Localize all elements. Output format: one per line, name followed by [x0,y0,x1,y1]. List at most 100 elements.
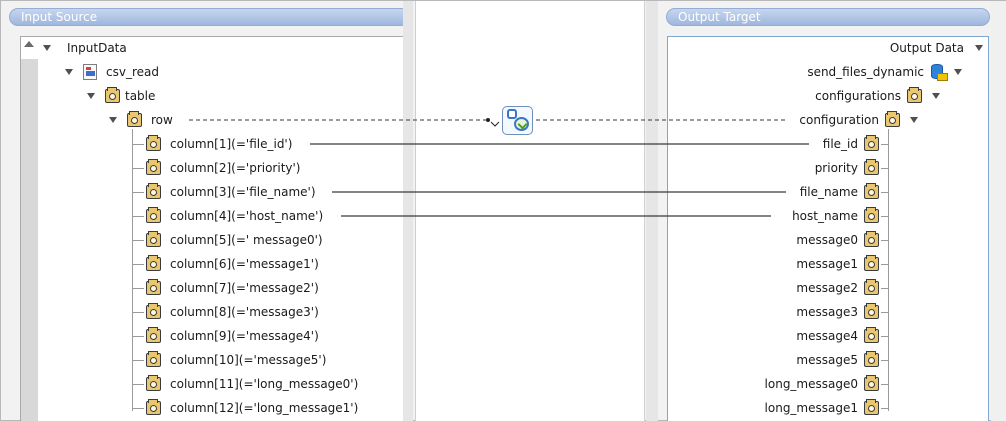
folder-node-icon [146,327,161,343]
folder-node-icon [146,303,161,319]
tree-node-field[interactable]: message3 [671,302,879,322]
tree-node-column[interactable]: column[9](='message4') [146,326,319,346]
tree-node-inputdata[interactable]: InputData [43,38,127,58]
tree-branch-tick [132,360,144,361]
tree-branch-tick-right [881,144,889,145]
tree-node-row[interactable]: row [109,110,173,130]
tree-node-column[interactable]: column[4](='host_name') [146,206,323,226]
tree-node-column[interactable]: column[12](='long_message1') [146,398,358,418]
expand-arrow-icon[interactable] [932,93,940,99]
node-label: message1 [796,257,858,271]
tree-branch-tick [132,192,144,193]
folder-node-icon [864,255,879,271]
node-label: InputData [67,41,127,55]
folder-node-icon [127,111,142,127]
tree-node-column[interactable]: column[3](='file_name') [146,182,316,202]
tree-gutter [21,59,38,421]
node-label: column[12](='long_message1') [170,401,359,415]
output-target-header: Output Target [666,8,990,26]
tree-node-field[interactable]: message1 [671,254,879,274]
tree-node-field[interactable]: host_name [671,206,879,226]
node-label: column[9](='message4') [170,329,319,343]
loop-function-icon[interactable] [502,106,533,135]
expand-arrow-icon[interactable] [43,45,51,51]
tree-branch-tick-right [881,384,889,385]
tree-node-csv-read[interactable]: csv_read [65,62,159,82]
tree-branch-tick [132,240,144,241]
tree-branch-line-right [888,129,889,411]
scroll-up-icon[interactable] [24,41,34,47]
tree-node-field[interactable]: long_message1 [671,398,879,418]
node-label: column[6](='message1') [170,257,319,271]
input-source-title: Input Source [21,10,98,24]
expand-arrow-icon[interactable] [975,45,983,51]
tree-node-column[interactable]: column[11](='long_message0') [146,374,358,394]
tree-branch-tick-right [881,360,889,361]
tree-node-output-data[interactable]: Output Data [671,38,983,58]
node-label: configuration [799,113,879,127]
node-label: column[8](='message3') [170,305,319,319]
node-label: table [125,89,156,103]
tree-branch-tick [132,216,144,217]
tree-branch-tick [132,144,144,145]
tree-node-column[interactable]: column[2](='priority') [146,158,301,178]
tree-node-send-files-dynamic[interactable]: send_files_dynamic [671,62,962,82]
folder-node-icon [146,279,161,295]
tree-branch-tick-right [881,168,889,169]
tree-node-configuration[interactable]: configuration [671,110,918,130]
tree-branch-tick-right [881,264,889,265]
folder-node-icon [105,87,120,103]
tree-node-table[interactable]: table [87,86,155,106]
folder-node-icon [864,399,879,415]
tree-branch-tick-right [881,240,889,241]
tree-node-column[interactable]: column[10](='message5') [146,350,326,370]
tree-node-field[interactable]: message0 [671,230,879,250]
tree-branch-tick [132,288,144,289]
expand-arrow-icon[interactable] [109,117,117,123]
input-source-header: Input Source [9,8,410,26]
node-label: file_id [822,137,858,151]
node-label: long_message0 [764,377,858,391]
folder-node-icon [864,375,879,391]
node-label: host_name [792,209,858,223]
tree-branch-tick [132,384,144,385]
expand-arrow-icon[interactable] [65,69,73,75]
tree-node-column[interactable]: column[7](='message2') [146,278,319,298]
tree-node-column[interactable]: column[8](='message3') [146,302,319,322]
node-label: send_files_dynamic [807,65,924,79]
input-tree[interactable] [20,36,411,421]
expand-arrow-icon[interactable] [910,117,918,123]
tree-node-column[interactable]: column[5](=' message0') [146,230,323,250]
expand-arrow-icon[interactable] [87,93,95,99]
folder-node-icon [864,207,879,223]
output-tree[interactable] [667,36,989,421]
expand-arrow-icon[interactable] [954,69,962,75]
tree-branch-tick-right [881,408,889,409]
folder-node-icon [864,135,879,151]
tree-node-field[interactable]: message2 [671,278,879,298]
tree-branch-tick [132,312,144,313]
node-label: column[3](='file_name') [170,185,316,199]
tree-node-field[interactable]: long_message0 [671,374,879,394]
tree-node-column[interactable]: column[1](='file_id') [146,134,292,154]
node-label: column[10](='message5') [170,353,327,367]
tree-branch-tick [132,336,144,337]
node-label: row [151,113,173,127]
tree-node-field[interactable]: message5 [671,350,879,370]
right-scroll-strip[interactable] [991,1,1006,421]
tree-node-field[interactable]: priority [671,158,879,178]
folder-node-icon [864,327,879,343]
folder-node-icon [146,135,161,151]
folder-node-icon [146,183,161,199]
tree-node-field[interactable]: message4 [671,326,879,346]
tree-node-field[interactable]: file_id [671,134,879,154]
mapping-canvas[interactable] [415,1,645,421]
tree-node-field[interactable]: file_name [671,182,879,202]
folder-node-icon [864,351,879,367]
tree-node-column[interactable]: column[6](='message1') [146,254,319,274]
canvas-divider [646,1,658,421]
node-label: long_message1 [764,401,858,415]
folder-node-icon [146,159,161,175]
tree-node-configurations[interactable]: configurations [671,86,940,106]
